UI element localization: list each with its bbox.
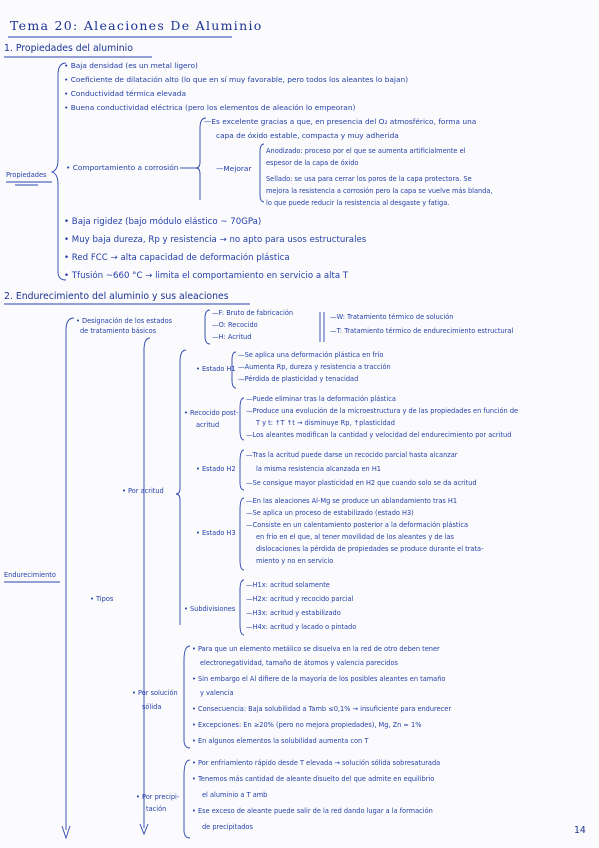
designacion-code: —O: Recocido bbox=[212, 321, 258, 329]
section2-heading: 2. Endurecimiento del aluminio y sus ale… bbox=[4, 291, 229, 302]
anodizado-text: Anodizado: proceso por el que se aumenta… bbox=[266, 147, 466, 155]
precipitacion-item: • Ese exceso de aleante puede salir de l… bbox=[192, 807, 433, 815]
designacion-code: —H: Acritud bbox=[212, 333, 252, 341]
designacion-t: —T: Tratamiento térmico de endurecimient… bbox=[330, 327, 514, 335]
h3-item: en frío en el que, al tener movilidad de… bbox=[256, 533, 454, 541]
solucion-item: • Sin embargo el Al difiere de la mayorí… bbox=[192, 675, 446, 683]
designacion-w: —W: Tratamiento térmico de solución bbox=[330, 313, 454, 321]
sellado-text: Sellado: se usa para cerrar los poros de… bbox=[266, 175, 472, 183]
prop-item: • Baja densidad (es un metal ligero) bbox=[64, 61, 198, 70]
h2-item: la misma resistencia alcanzada en H1 bbox=[256, 465, 381, 473]
mejorar-label: —Mejorar bbox=[216, 164, 252, 173]
precipitacion-item: • Por enfriamiento rápido desde T elevad… bbox=[192, 759, 441, 767]
endurecimiento-label: Endurecimiento bbox=[4, 571, 56, 579]
section1-heading: 1. Propiedades del aluminio bbox=[4, 43, 133, 54]
sub-item: —H2x: acritud y recocido parcial bbox=[246, 595, 354, 603]
page-number: 14 bbox=[574, 825, 586, 836]
recocido-item: —Produce una evolución de la microestruc… bbox=[246, 407, 519, 415]
prop-item: • Red FCC → alta capacidad de deformació… bbox=[64, 253, 290, 263]
estado-h3-label: • Estado H3 bbox=[196, 529, 236, 537]
precipitacion-item: • Tenemos más cantidad de aleante disuel… bbox=[192, 775, 435, 783]
prop-item: • Muy baja dureza, Rp y resistencia → no… bbox=[64, 235, 367, 245]
designacion-label: • Designación de los estados bbox=[76, 317, 173, 325]
sellado-text: mejora la resistencia a corrosión pero l… bbox=[266, 187, 493, 195]
designacion-code: —F: Bruto de fabricación bbox=[212, 309, 294, 317]
subdivisiones-label: • Subdivisiones bbox=[184, 605, 236, 613]
solucion-item: • Excepciones: En ≥20% (pero no mejora p… bbox=[192, 721, 422, 729]
recocido-item: —Los aleantes modifican la cantidad y ve… bbox=[246, 431, 512, 439]
estado-h2-label: • Estado H2 bbox=[196, 465, 236, 473]
h3-item: —Consiste en un calentamiento posterior … bbox=[246, 521, 468, 529]
h2-item: —Se consigue mayor plasticidad en H2 que… bbox=[246, 479, 477, 487]
recocido-item: —Puede eliminar tras la deformación plás… bbox=[246, 395, 396, 403]
precipitacion-item: el aluminio a T amb bbox=[202, 791, 268, 799]
recocido-label: • Recocido post- bbox=[184, 409, 239, 417]
acritud-label: • Por acritud bbox=[122, 487, 164, 495]
corrosion-line: capa de óxido estable, compacta y muy ad… bbox=[216, 131, 399, 140]
solucion-item: • Consecuencia: Baja solubilidad a Tamb … bbox=[192, 705, 452, 713]
h3-item: —En las aleaciones Al-Mg se produce un a… bbox=[246, 497, 458, 505]
solucion-item: electronegatividad, tamaño de átomos y v… bbox=[200, 659, 398, 667]
prop-item: • Baja rigidez (bajo módulo elástico ~ 7… bbox=[64, 217, 262, 227]
h1-item: —Aumenta Rp, dureza y resistencia a trac… bbox=[238, 363, 391, 371]
corrosion-line: —Es excelente gracias a que, en presenci… bbox=[204, 117, 477, 126]
prop-item: • Buena conductividad eléctrica (pero lo… bbox=[64, 103, 356, 112]
estado-h1-label: • Estado H1 bbox=[196, 365, 236, 373]
solucion-item: y valencia bbox=[200, 689, 234, 697]
prop-item: • Coeficiente de dilatación alto (lo que… bbox=[64, 75, 409, 84]
precipitacion-label: • Por precipi- bbox=[136, 793, 180, 801]
h1-item: —Pérdida de plasticidad y tenacidad bbox=[238, 375, 359, 383]
h3-item: dislocaciones la pérdida de propiedades … bbox=[256, 545, 484, 553]
designacion-label: de tratamiento básicos bbox=[80, 327, 157, 335]
precipitacion-item: de precipitados bbox=[202, 823, 253, 831]
solucion-label: sólida bbox=[142, 703, 162, 711]
page-title: Tema 20: Aleaciones De Aluminio bbox=[10, 18, 263, 33]
anodizado-text: espesor de la capa de óxido bbox=[266, 159, 359, 167]
sellado-text: lo que puede reducir la resistencia al d… bbox=[266, 199, 450, 207]
recocido-label: acritud bbox=[196, 421, 220, 429]
recocido-item: T y t: ↑T ↑t → disminuye Rp, ↑plasticida… bbox=[256, 419, 395, 427]
prop-item: • Conductividad térmica elevada bbox=[64, 89, 186, 98]
h2-item: —Tras la acritud puede darse un recocido… bbox=[246, 451, 458, 459]
h1-item: —Se aplica una deformación plástica en f… bbox=[238, 351, 384, 359]
sub-item: —H4x: acritud y lacado o pintado bbox=[246, 623, 357, 631]
sub-item: —H3x: acritud y estabilizado bbox=[246, 609, 341, 617]
solucion-item: • En algunos elementos la solubilidad au… bbox=[192, 737, 369, 745]
prop-item: • Tfusión ~660 °C → limita el comportami… bbox=[64, 271, 349, 281]
h3-item: —Se aplica un proceso de estabilizado (e… bbox=[246, 509, 414, 517]
h3-item: miento y no en servicio bbox=[256, 557, 334, 565]
solucion-label: • Por solución bbox=[132, 689, 178, 697]
precipitacion-label: tación bbox=[146, 805, 167, 813]
sub-item: —H1x: acritud solamente bbox=[246, 581, 330, 589]
propiedades-label: Propiedades bbox=[6, 171, 47, 179]
solucion-item: • Para que un elemento metálico se disue… bbox=[192, 645, 440, 653]
tipos-label: • Tipos bbox=[90, 595, 114, 603]
corrosion-label: • Comportamiento a corrosión bbox=[66, 163, 179, 172]
